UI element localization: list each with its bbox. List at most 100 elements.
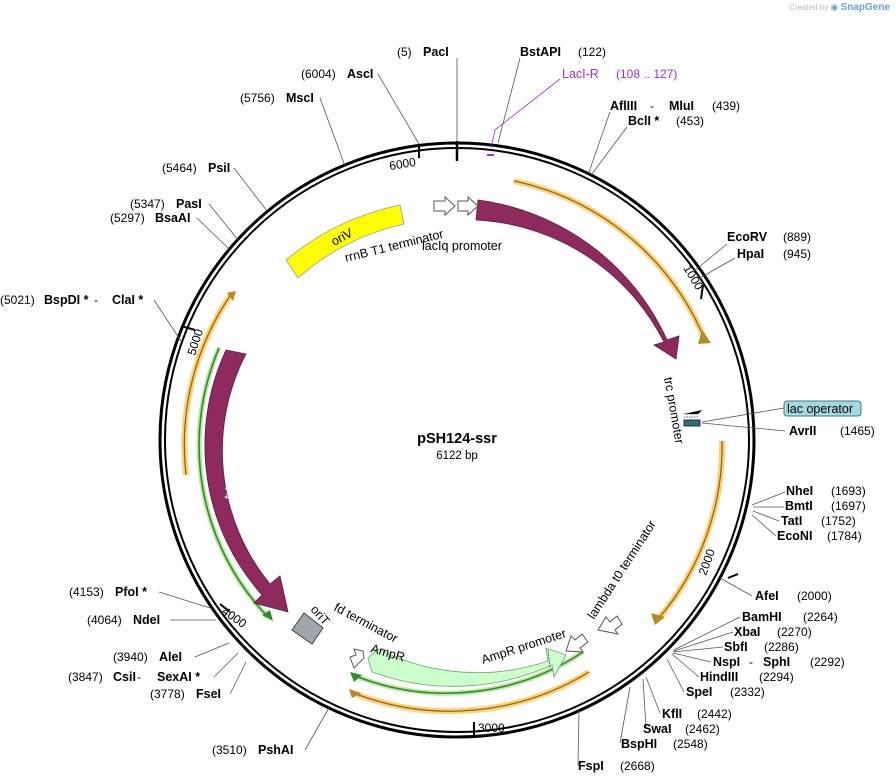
site-leaders: [153, 57, 786, 767]
site-PasI-name: PasI: [176, 197, 202, 211]
credit-brand: SnapGene: [840, 2, 890, 13]
site-BspDI-name: BspDI *: [44, 293, 89, 307]
site-FspI-name: FspI: [578, 759, 604, 773]
site-BmtI-pos: (1697): [831, 499, 866, 513]
site-KflI-name: KflI: [662, 707, 682, 721]
site-BspDI-pos: (5021): [0, 293, 35, 307]
site-NdeI-name: NdeI: [133, 613, 160, 627]
site-TatI-name: TatI: [781, 514, 802, 528]
site-PacI-name: PacI: [423, 45, 449, 59]
site-labels-right: BstAPI (122) AflIII - MluI (439) BclI * …: [520, 45, 875, 773]
feature-trfA-arrow: [204, 349, 289, 613]
site-BspDI-sep: -: [94, 293, 98, 307]
site-BamHI-name: BamHI: [742, 610, 782, 624]
site-HindIII-name: HindIII: [700, 670, 738, 684]
site-BspHI-pos: (2548): [673, 737, 708, 751]
site-AflIII-pos: (439): [712, 99, 740, 113]
site-MscI-name: MscI: [286, 91, 314, 105]
site-NspI-sep: -: [749, 655, 753, 669]
lacIq-promoter-arrow: [457, 195, 479, 217]
lac-operator-label: lac operator: [787, 402, 853, 416]
primer-LacI-R-range: (108 .. 127): [616, 67, 677, 81]
site-EcoNI-pos: (1784): [827, 529, 862, 543]
site-labels-left: (5) PacI (6004) AscI (5756) MscI (5464) …: [0, 45, 449, 757]
site-BstAPI-pos: (122): [578, 45, 606, 59]
site-BsaAI-name: BsaAI: [155, 211, 190, 225]
feature-trfA-label: trfA: [221, 478, 239, 501]
site-PacI-pos: (5): [397, 45, 412, 59]
site-HpaI-pos: (945): [783, 247, 811, 261]
site-CsiI-pos: (3847): [68, 670, 103, 684]
site-NdeI-pos: (4064): [87, 613, 122, 627]
site-SwaI-pos: (2462): [685, 722, 720, 736]
site-FspI-pos: (2668): [620, 759, 655, 773]
orf-arrows: [181, 178, 726, 715]
site-SexAI-name: SexAI *: [157, 670, 200, 684]
site-PshAI-name: PshAI: [258, 743, 293, 757]
site-KflI-pos: (2442): [697, 707, 732, 721]
site-FseI-name: FseI: [196, 687, 221, 701]
site-AleI-name: AleI: [159, 650, 182, 664]
rrnB-T1-terminator-arrow: [433, 195, 456, 217]
tick-label-3000: 3000: [478, 721, 505, 735]
site-NspI-name: NspI: [713, 655, 740, 669]
site-EcoRV-name: EcoRV: [727, 230, 768, 244]
fd-terminator-arrow: [349, 648, 365, 669]
tick-label-6000: 6000: [388, 155, 417, 173]
lac-operator-marker: [683, 419, 701, 427]
site-AscI-name: AscI: [347, 67, 373, 81]
lac-operator-tag: [783, 400, 862, 417]
site-CsiI-name: CsiI: [113, 670, 136, 684]
plasmid-name: pSH124-ssr: [417, 431, 497, 447]
feature-lacI-arrow: [475, 199, 680, 360]
site-MscI-pos: (5756): [240, 91, 275, 105]
site-BstAPI-name: BstAPI: [520, 45, 561, 59]
feature-fd-terminator-label: fd terminator: [332, 600, 401, 645]
snapgene-logo-icon: ◉: [830, 2, 839, 12]
site-BclI-pos: (453): [676, 114, 704, 128]
site-EcoRV-pos: (889): [783, 230, 811, 244]
trc-promoter-glyph: [684, 409, 703, 418]
site-PsiI-pos: (5464): [162, 161, 197, 175]
site-PfoI-pos: (4153): [69, 585, 104, 599]
site-FseI-pos: (3778): [150, 687, 185, 701]
site-AvrII-pos: (1465): [840, 424, 875, 438]
site-AflIII-sep: -: [650, 99, 654, 113]
feature-oriV: [285, 204, 405, 279]
site-AvrII-name: AvrII: [789, 424, 816, 438]
site-AflIII-name: AflIII: [610, 99, 637, 113]
AmpR-promoter-arrow: [565, 633, 589, 653]
site-SbfI-name: SbfI: [724, 640, 748, 654]
site-XbaI-name: XbaI: [734, 625, 760, 639]
site-NheI-name: NheI: [786, 484, 813, 498]
site-PshAI-pos: (3510): [212, 743, 247, 757]
site-HindIII-pos: (2294): [759, 670, 794, 684]
site-PasI-pos: (5347): [130, 197, 165, 211]
site-BmtI-name: BmtI: [785, 499, 813, 513]
site-BclI-name: BclI *: [628, 114, 659, 128]
site-EcoNI-name: EcoNI: [777, 529, 812, 543]
credit-prefix: Created by: [789, 3, 829, 12]
site-BspHI-name: BspHI: [621, 737, 657, 751]
site-SphI-name: SphI: [763, 655, 790, 669]
site-SpeI-name: SpeI: [686, 685, 712, 699]
site-ClaI-name: ClaI *: [112, 293, 143, 307]
site-NspI-pos: (2292): [810, 655, 845, 669]
primer-LacI-R-name: LacI-R: [562, 67, 599, 81]
site-MluI-name: MluI: [669, 99, 694, 113]
site-SwaI-name: SwaI: [643, 722, 672, 736]
site-CsiI-sep: -: [137, 670, 141, 684]
site-SbfI-pos: (2286): [764, 640, 799, 654]
site-NheI-pos: (1693): [831, 484, 866, 498]
feature-oriT: [291, 612, 324, 645]
lambda-t0-arrow: [597, 615, 623, 635]
feature-AmpR-arrow: [367, 647, 567, 687]
site-AfeI-name: AfeI: [755, 589, 779, 603]
site-AleI-pos: (3940): [113, 650, 148, 664]
feature-trc-promoter-label: trc promoter: [661, 376, 686, 445]
plasmid-length: 6122 bp: [436, 450, 478, 462]
tick-label-4000: 4000: [219, 604, 249, 631]
feature-lambda-t0-label: lambda t0 terminator: [585, 518, 659, 622]
site-AfeI-pos: (2000): [797, 589, 832, 603]
